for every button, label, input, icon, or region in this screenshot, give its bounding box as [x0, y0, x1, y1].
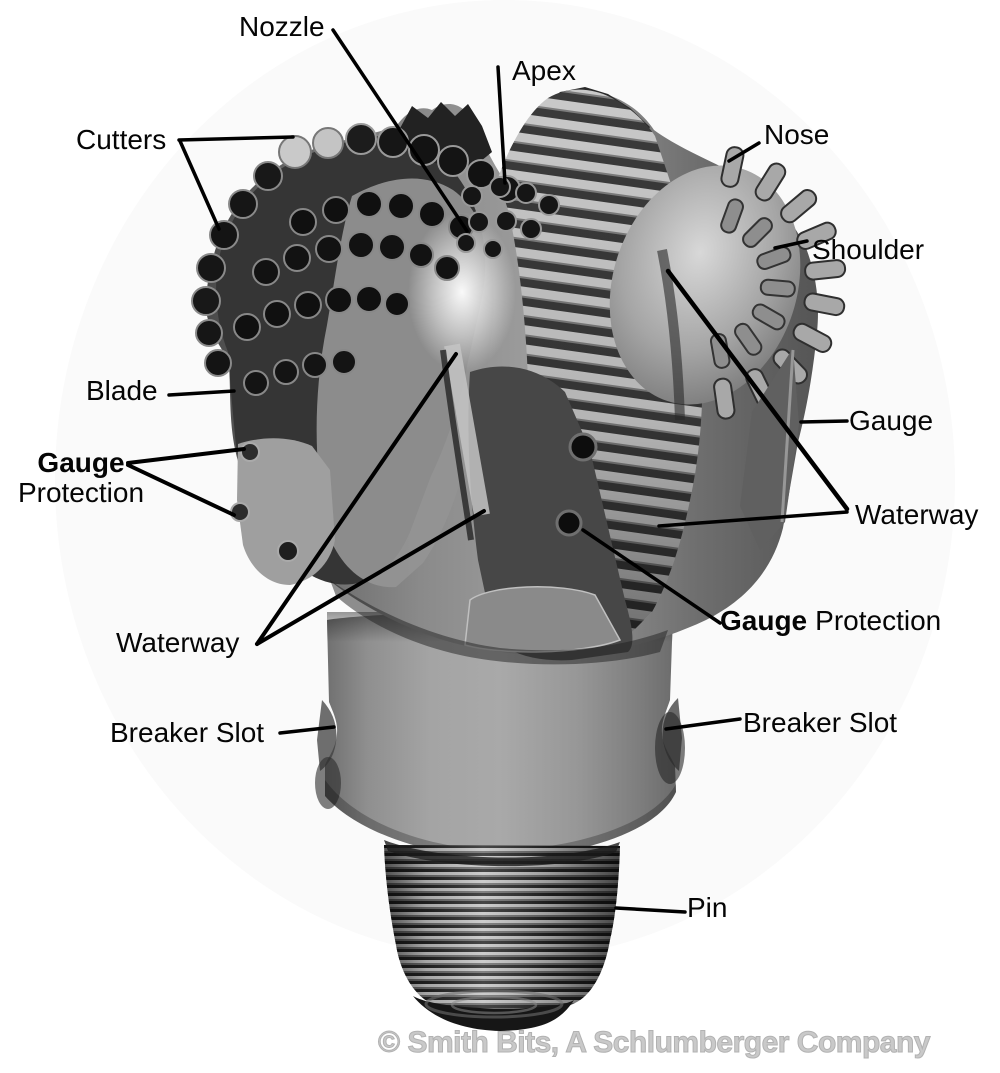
- leader-gauge-protection-left-1: [126, 447, 246, 465]
- copyright-watermark: © Smith Bits, A Schlumberger Company: [378, 1026, 931, 1060]
- label-pin: Pin: [687, 892, 728, 923]
- leader-lines: [126, 28, 850, 914]
- label-gauge-protection-left-line2: Protection: [17, 476, 145, 508]
- leader-breaker-slot-left: [278, 725, 336, 735]
- label-gauge-protection-right-bold: Gauge: [720, 605, 808, 636]
- leader-breaker-slot-right: [664, 717, 742, 731]
- label-gauge-protection-left: Gauge Protection: [8, 448, 154, 507]
- label-blade: Blade: [86, 375, 158, 406]
- label-shoulder: Shoulder: [812, 234, 925, 265]
- label-nozzle: Nozzle: [239, 11, 325, 42]
- label-apex: Apex: [512, 55, 576, 86]
- leader-apex: [496, 65, 507, 185]
- left-gauge-pad: [237, 438, 335, 585]
- nose-cone: [609, 146, 847, 420]
- label-waterway-left: Waterway: [116, 627, 240, 658]
- label-gauge-right: Gauge: [849, 405, 934, 436]
- label-breaker-slot-left: Breaker Slot: [110, 717, 265, 748]
- leader-waterway-right-2: [657, 510, 849, 528]
- leader-nozzle: [331, 28, 469, 233]
- leader-cutters-2: [178, 139, 221, 231]
- leader-pin: [614, 906, 687, 914]
- bit-head: [191, 87, 847, 665]
- leader-nose: [727, 141, 761, 163]
- waterway-groove-right: [657, 249, 685, 421]
- leader-gauge-protection-left-2: [126, 463, 236, 517]
- leader-waterway-left-2: [255, 509, 486, 646]
- label-gauge-protection-left-line1: Gauge: [37, 447, 125, 478]
- leader-waterway-left-1: [255, 352, 458, 646]
- label-breaker-slot-right: Breaker Slot: [743, 707, 898, 738]
- waterway-groove-left: [444, 343, 490, 517]
- leader-gauge-right: [799, 419, 849, 424]
- leader-cutters-1: [177, 135, 295, 142]
- leader-shoulder: [773, 239, 809, 250]
- label-waterway-right: Waterway: [855, 499, 979, 530]
- leader-blade: [167, 389, 236, 397]
- label-gauge-protection-right-text: Protection: [815, 605, 942, 636]
- leader-gauge-protection-right: [581, 528, 722, 625]
- leader-waterway-right-1: [665, 268, 850, 512]
- label-cutters: Cutters: [76, 124, 167, 155]
- label-nose: Nose: [764, 119, 830, 150]
- breaker-slot-left-notch: [317, 700, 337, 771]
- bottom-blade: [468, 366, 633, 661]
- bit-pin: [384, 840, 620, 1031]
- cutter-studs: [191, 123, 560, 562]
